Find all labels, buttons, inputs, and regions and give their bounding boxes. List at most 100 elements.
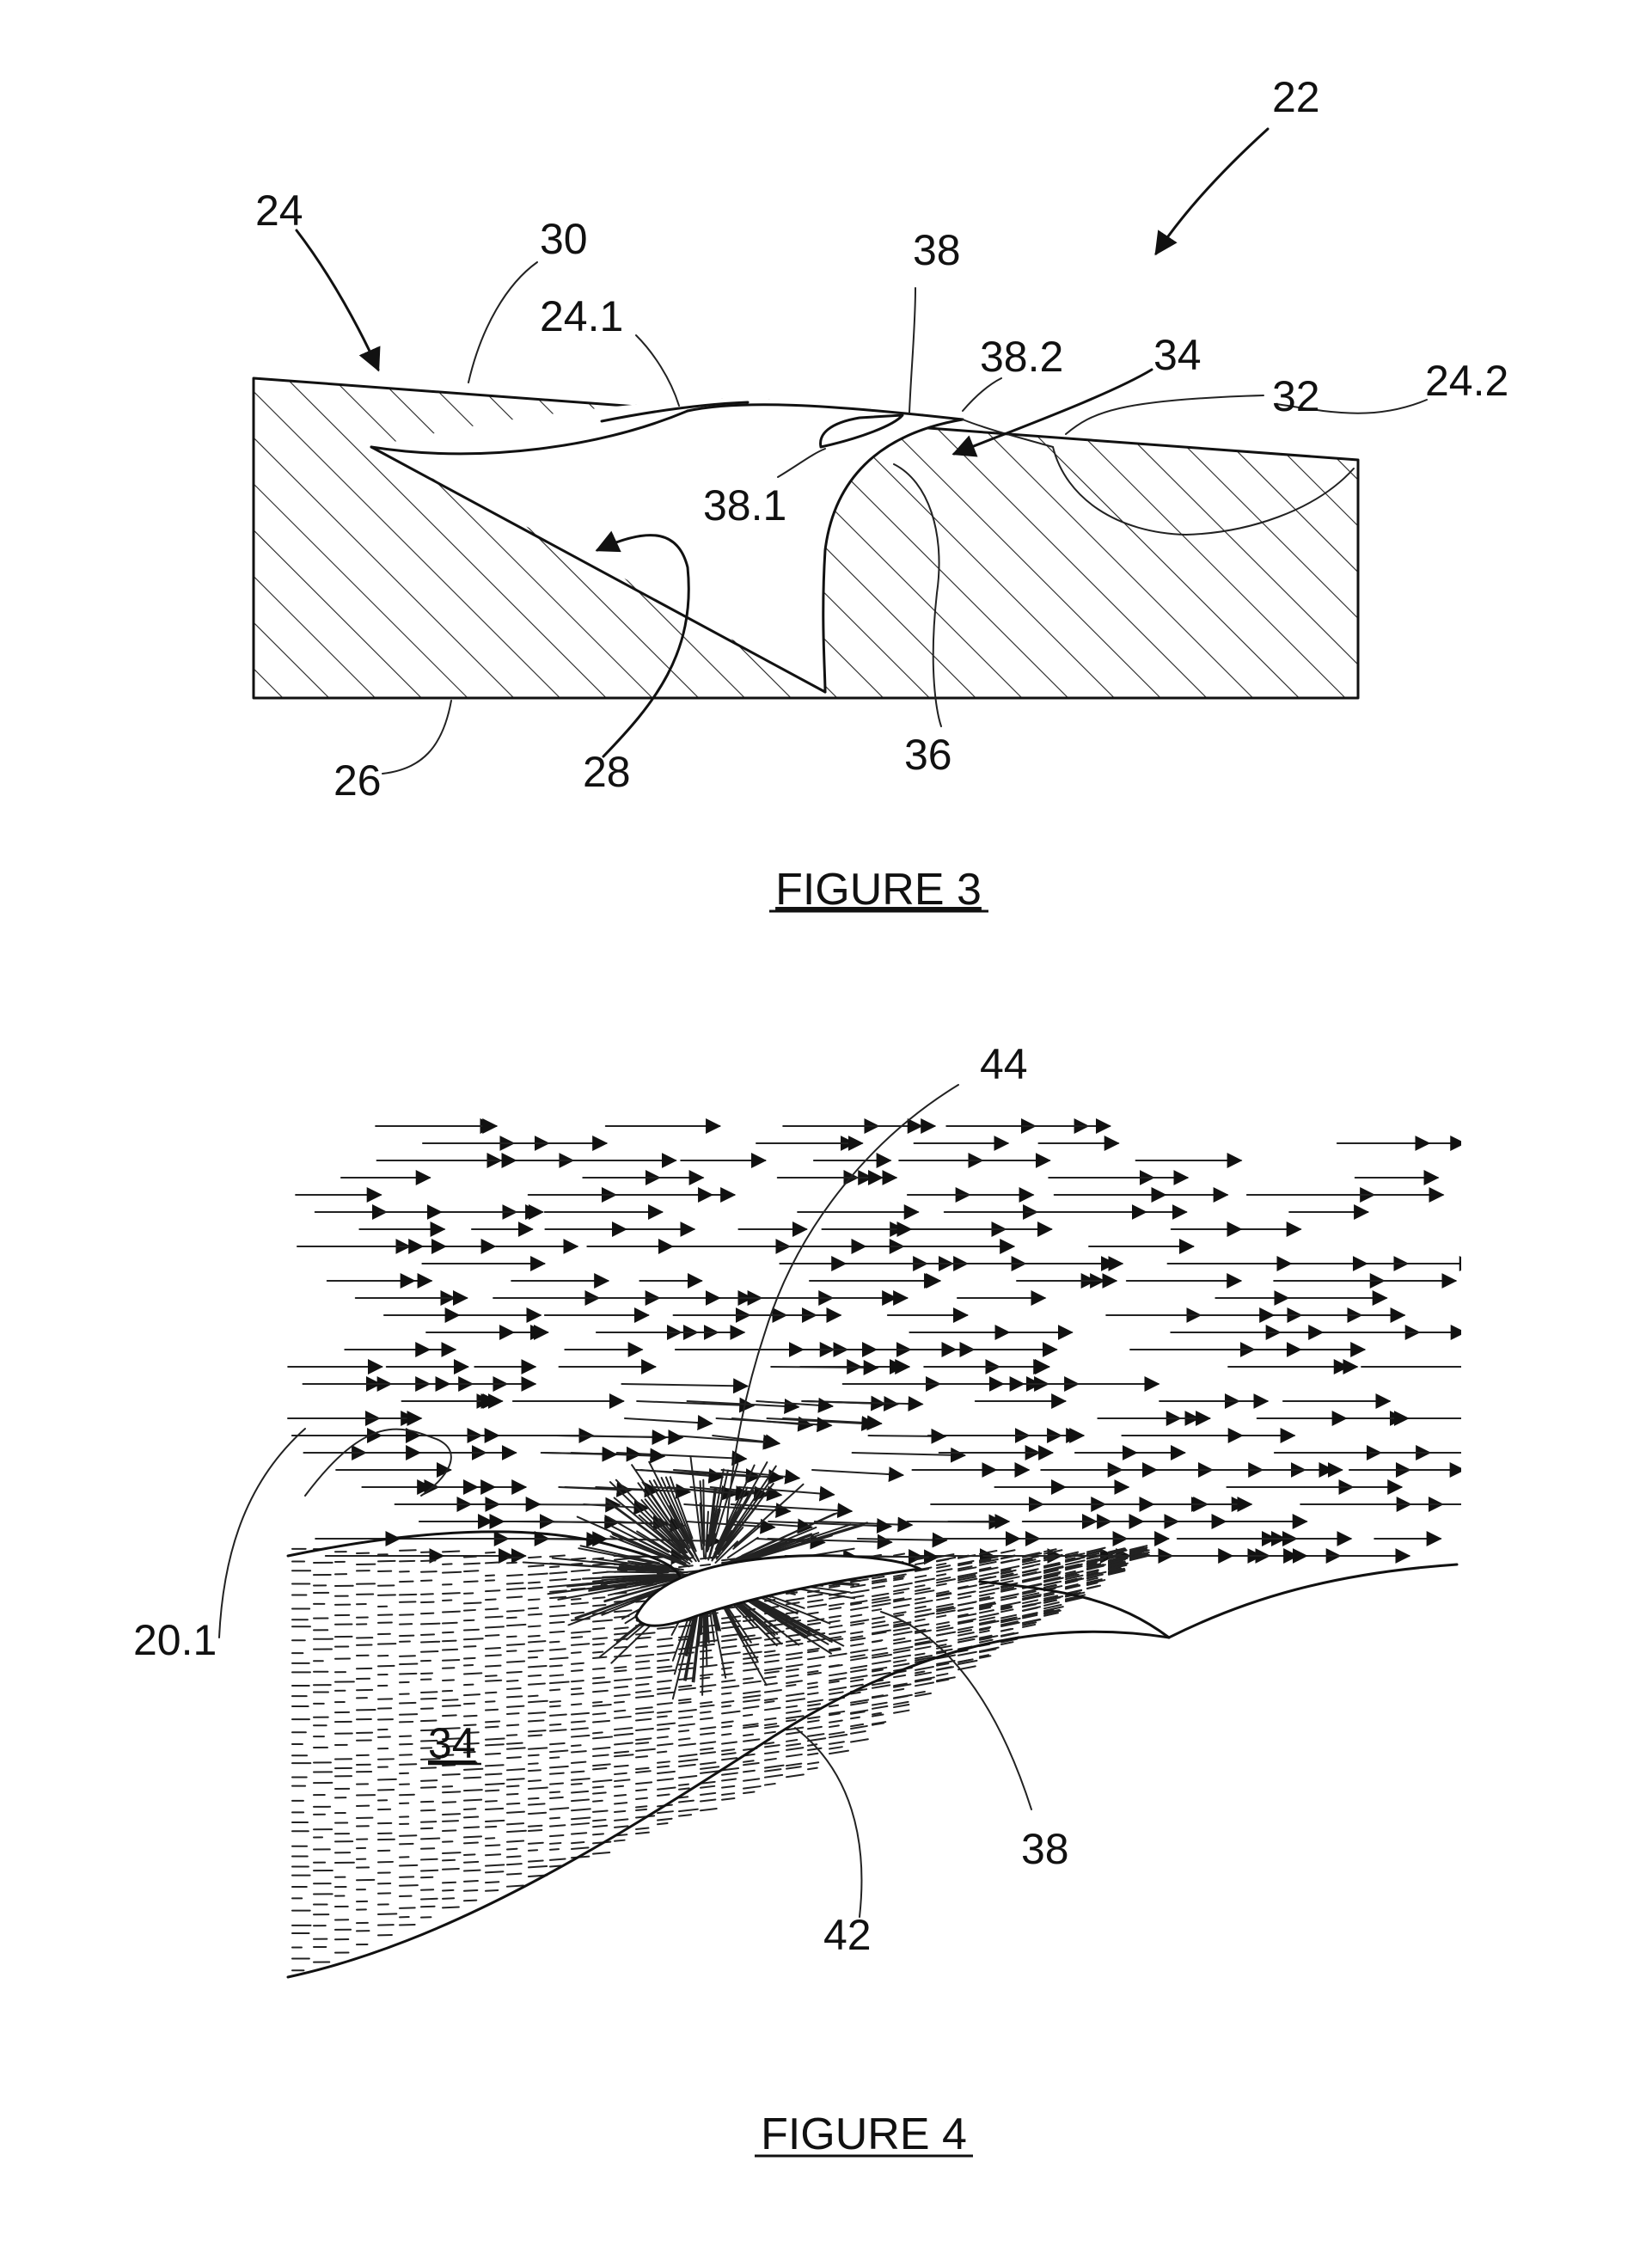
velocity-vector xyxy=(893,1631,913,1636)
velocity-vector xyxy=(528,1564,545,1568)
velocity-vector xyxy=(660,1534,693,1563)
velocity-vector xyxy=(463,1889,479,1892)
velocity-vector xyxy=(850,1589,870,1595)
velocity-vector xyxy=(657,1555,668,1559)
velocity-vector xyxy=(936,1654,956,1660)
velocity-vector xyxy=(420,1766,437,1770)
velocity-vector xyxy=(915,1678,932,1683)
velocity-vector xyxy=(829,1631,847,1635)
velocity-vector xyxy=(463,1880,479,1883)
velocity-vector xyxy=(915,1670,926,1675)
velocity-vector xyxy=(592,1763,611,1767)
velocity-vector xyxy=(549,1554,566,1558)
velocity-vector xyxy=(979,1619,1000,1626)
velocity-vector xyxy=(571,1832,588,1835)
velocity-vector xyxy=(958,1665,976,1671)
velocity-vector xyxy=(1000,1627,1014,1632)
velocity-vector xyxy=(1022,1555,1040,1561)
velocity-vector xyxy=(764,1725,780,1730)
velocity-vector xyxy=(1000,1601,1021,1607)
velocity-vector xyxy=(915,1587,931,1592)
velocity-vector xyxy=(829,1710,846,1715)
velocity-vector xyxy=(1022,1613,1038,1619)
velocity-vector xyxy=(506,1695,523,1699)
velocity-vector xyxy=(786,1718,797,1723)
velocity-vector xyxy=(786,1715,805,1720)
velocity-vector xyxy=(850,1583,866,1589)
velocity-vector xyxy=(635,1766,650,1771)
velocity-vector xyxy=(1022,1592,1040,1598)
velocity-vector xyxy=(636,1397,756,1413)
velocity-vector xyxy=(872,1575,885,1580)
velocity-vector xyxy=(1043,1548,1057,1553)
velocity-vector xyxy=(700,1614,712,1619)
velocity-vector xyxy=(528,1769,541,1772)
velocity-vector xyxy=(614,1632,630,1636)
velocity-vector xyxy=(579,1545,660,1564)
velocity-vector xyxy=(657,1760,670,1764)
velocity-vector xyxy=(678,1684,693,1688)
velocity-vector xyxy=(829,1664,843,1668)
velocity-vector xyxy=(506,1573,523,1577)
velocity-vector xyxy=(549,1791,561,1794)
velocity-vector xyxy=(571,1798,590,1803)
label-42: 42 xyxy=(823,1911,872,1959)
velocity-vector xyxy=(915,1645,932,1650)
velocity-vector xyxy=(936,1625,951,1629)
velocity-vector xyxy=(829,1687,847,1692)
velocity-vector xyxy=(1086,1558,1104,1564)
velocity-vector xyxy=(420,1821,437,1823)
velocity-vector xyxy=(958,1659,978,1665)
velocity-vector xyxy=(541,1515,669,1531)
velocity-vector xyxy=(700,1726,717,1730)
velocity-vector xyxy=(614,1570,628,1573)
velocity-vector xyxy=(485,1579,496,1582)
velocity-vector xyxy=(979,1637,992,1641)
velocity-vector xyxy=(936,1632,951,1637)
label-38-fig4: 38 xyxy=(1021,1825,1069,1873)
velocity-vector xyxy=(979,1616,995,1621)
velocity-vector xyxy=(700,1556,719,1560)
velocity-vector xyxy=(764,1782,776,1786)
velocity-vector xyxy=(700,1785,716,1789)
velocity-vector xyxy=(700,1761,717,1766)
velocity-vector xyxy=(1000,1576,1020,1582)
velocity-vector xyxy=(485,1634,500,1637)
velocity-vector xyxy=(811,1466,905,1483)
velocity-vector xyxy=(571,1711,590,1716)
velocity-vector xyxy=(743,1618,761,1622)
velocity-vector xyxy=(764,1750,780,1755)
velocity-vector xyxy=(829,1585,841,1589)
velocity-vector xyxy=(936,1562,947,1566)
velocity-vector xyxy=(678,1730,690,1733)
velocity-vector xyxy=(915,1623,930,1628)
velocity-vector xyxy=(979,1571,1000,1577)
label-30: 30 xyxy=(540,215,588,263)
velocity-vector xyxy=(506,1643,526,1646)
velocity-vector xyxy=(1022,1569,1037,1574)
velocity-vector xyxy=(702,1479,706,1546)
velocity-vector xyxy=(829,1648,841,1652)
velocity-vector xyxy=(872,1616,885,1620)
velocity-vector xyxy=(979,1602,997,1608)
velocity-vector xyxy=(764,1689,782,1693)
velocity-vector xyxy=(829,1591,847,1596)
velocity-vector xyxy=(958,1635,978,1641)
velocity-vector xyxy=(614,1754,634,1758)
velocity-vector xyxy=(612,1534,690,1568)
velocity-vector xyxy=(463,1601,482,1605)
velocity-vector xyxy=(743,1713,754,1717)
velocity-vector xyxy=(442,1906,460,1909)
velocity-vector xyxy=(635,1770,652,1773)
velocity-vector xyxy=(958,1576,977,1582)
velocity-vector xyxy=(1000,1554,1016,1559)
velocity-vector xyxy=(1022,1558,1033,1562)
velocity-vector xyxy=(463,1683,474,1687)
velocity-vector xyxy=(635,1562,654,1566)
velocity-vector xyxy=(829,1583,842,1587)
velocity-vector xyxy=(764,1700,775,1704)
velocity-vector xyxy=(592,1656,608,1660)
velocity-vector xyxy=(399,1672,418,1675)
velocity-vector xyxy=(592,1596,606,1600)
velocity-vector xyxy=(893,1683,912,1688)
